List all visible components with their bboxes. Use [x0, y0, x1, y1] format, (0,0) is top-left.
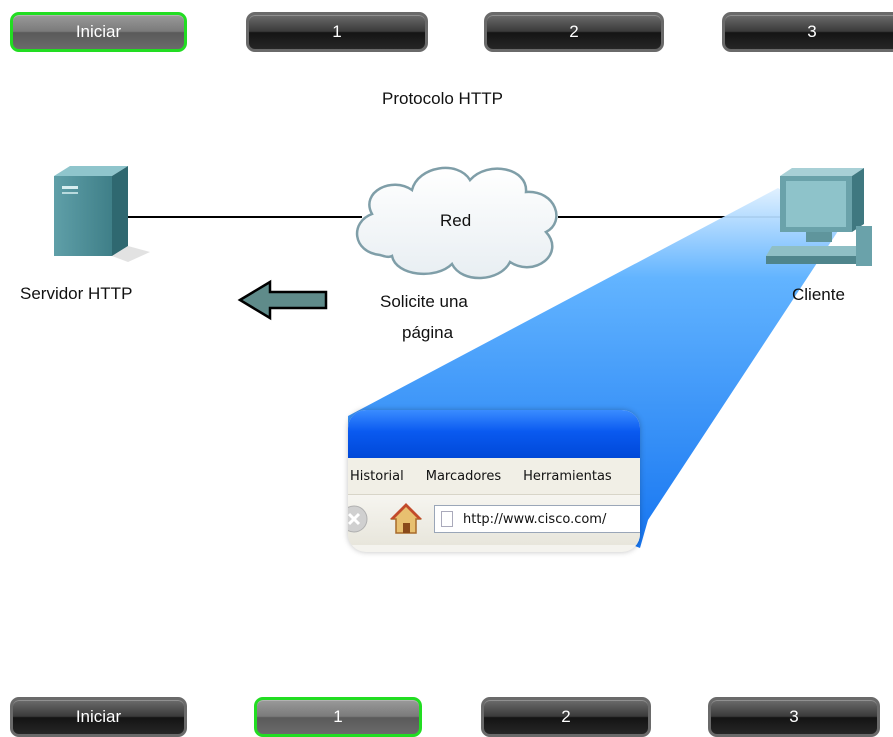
client-label: Cliente [792, 285, 845, 304]
nav-top-step1-button[interactable]: 1 [246, 12, 428, 52]
menu-marcadores[interactable]: Marcadores [425, 468, 502, 484]
address-text: http://www.cisco.com/ [463, 511, 607, 527]
address-bar[interactable]: http://www.cisco.com/ [434, 505, 640, 533]
request-arrow-icon [237, 279, 328, 321]
home-icon [390, 503, 422, 534]
browser-window: Historial Marcadores Herramientas http:/… [348, 410, 640, 552]
nav-top-iniciar-label: Iniciar [75, 22, 122, 41]
menu-historial[interactable]: Historial [350, 468, 404, 484]
toolbar-icons [348, 503, 422, 534]
nav-bottom-iniciar-button[interactable]: Iniciar [10, 697, 187, 737]
nav-top-step2-button[interactable]: 2 [484, 12, 664, 52]
nav-bottom-step1-button[interactable]: 1 [254, 697, 422, 737]
request-text-line2: página [402, 323, 454, 342]
computer-icon [766, 168, 872, 266]
browser-menubar: Historial Marcadores Herramientas [348, 458, 640, 495]
nav-top-step1-label: 1 [332, 22, 342, 41]
stop-icon [348, 505, 368, 533]
browser-toolbar: http://www.cisco.com/ [348, 495, 640, 545]
nav-bottom-iniciar-label: Iniciar [75, 707, 122, 726]
nav-top-step3-label: 3 [807, 22, 817, 41]
request-text-line1: Solicite una [380, 292, 468, 311]
nav-top-step3-button[interactable]: 3 [722, 12, 893, 52]
nav-top-iniciar-button[interactable]: Iniciar [10, 12, 187, 52]
nav-bottom-step1-label: 1 [333, 707, 343, 726]
network-label: Red [440, 211, 472, 230]
nav-bottom-step3-button[interactable]: 3 [708, 697, 880, 737]
server-icon [54, 166, 150, 262]
server-label: Servidor HTTP [20, 284, 133, 303]
nav-top-step2-label: 2 [569, 22, 579, 41]
nav-bottom-step2-button[interactable]: 2 [481, 697, 651, 737]
browser-titlebar [348, 410, 640, 458]
cloud-icon [355, 166, 558, 280]
diagram-title: Protocolo HTTP [382, 89, 503, 108]
page-icon [441, 511, 453, 527]
menu-herramientas[interactable]: Herramientas [523, 468, 612, 484]
nav-bottom-step3-label: 3 [789, 707, 799, 726]
nav-bottom-step2-label: 2 [561, 707, 571, 726]
